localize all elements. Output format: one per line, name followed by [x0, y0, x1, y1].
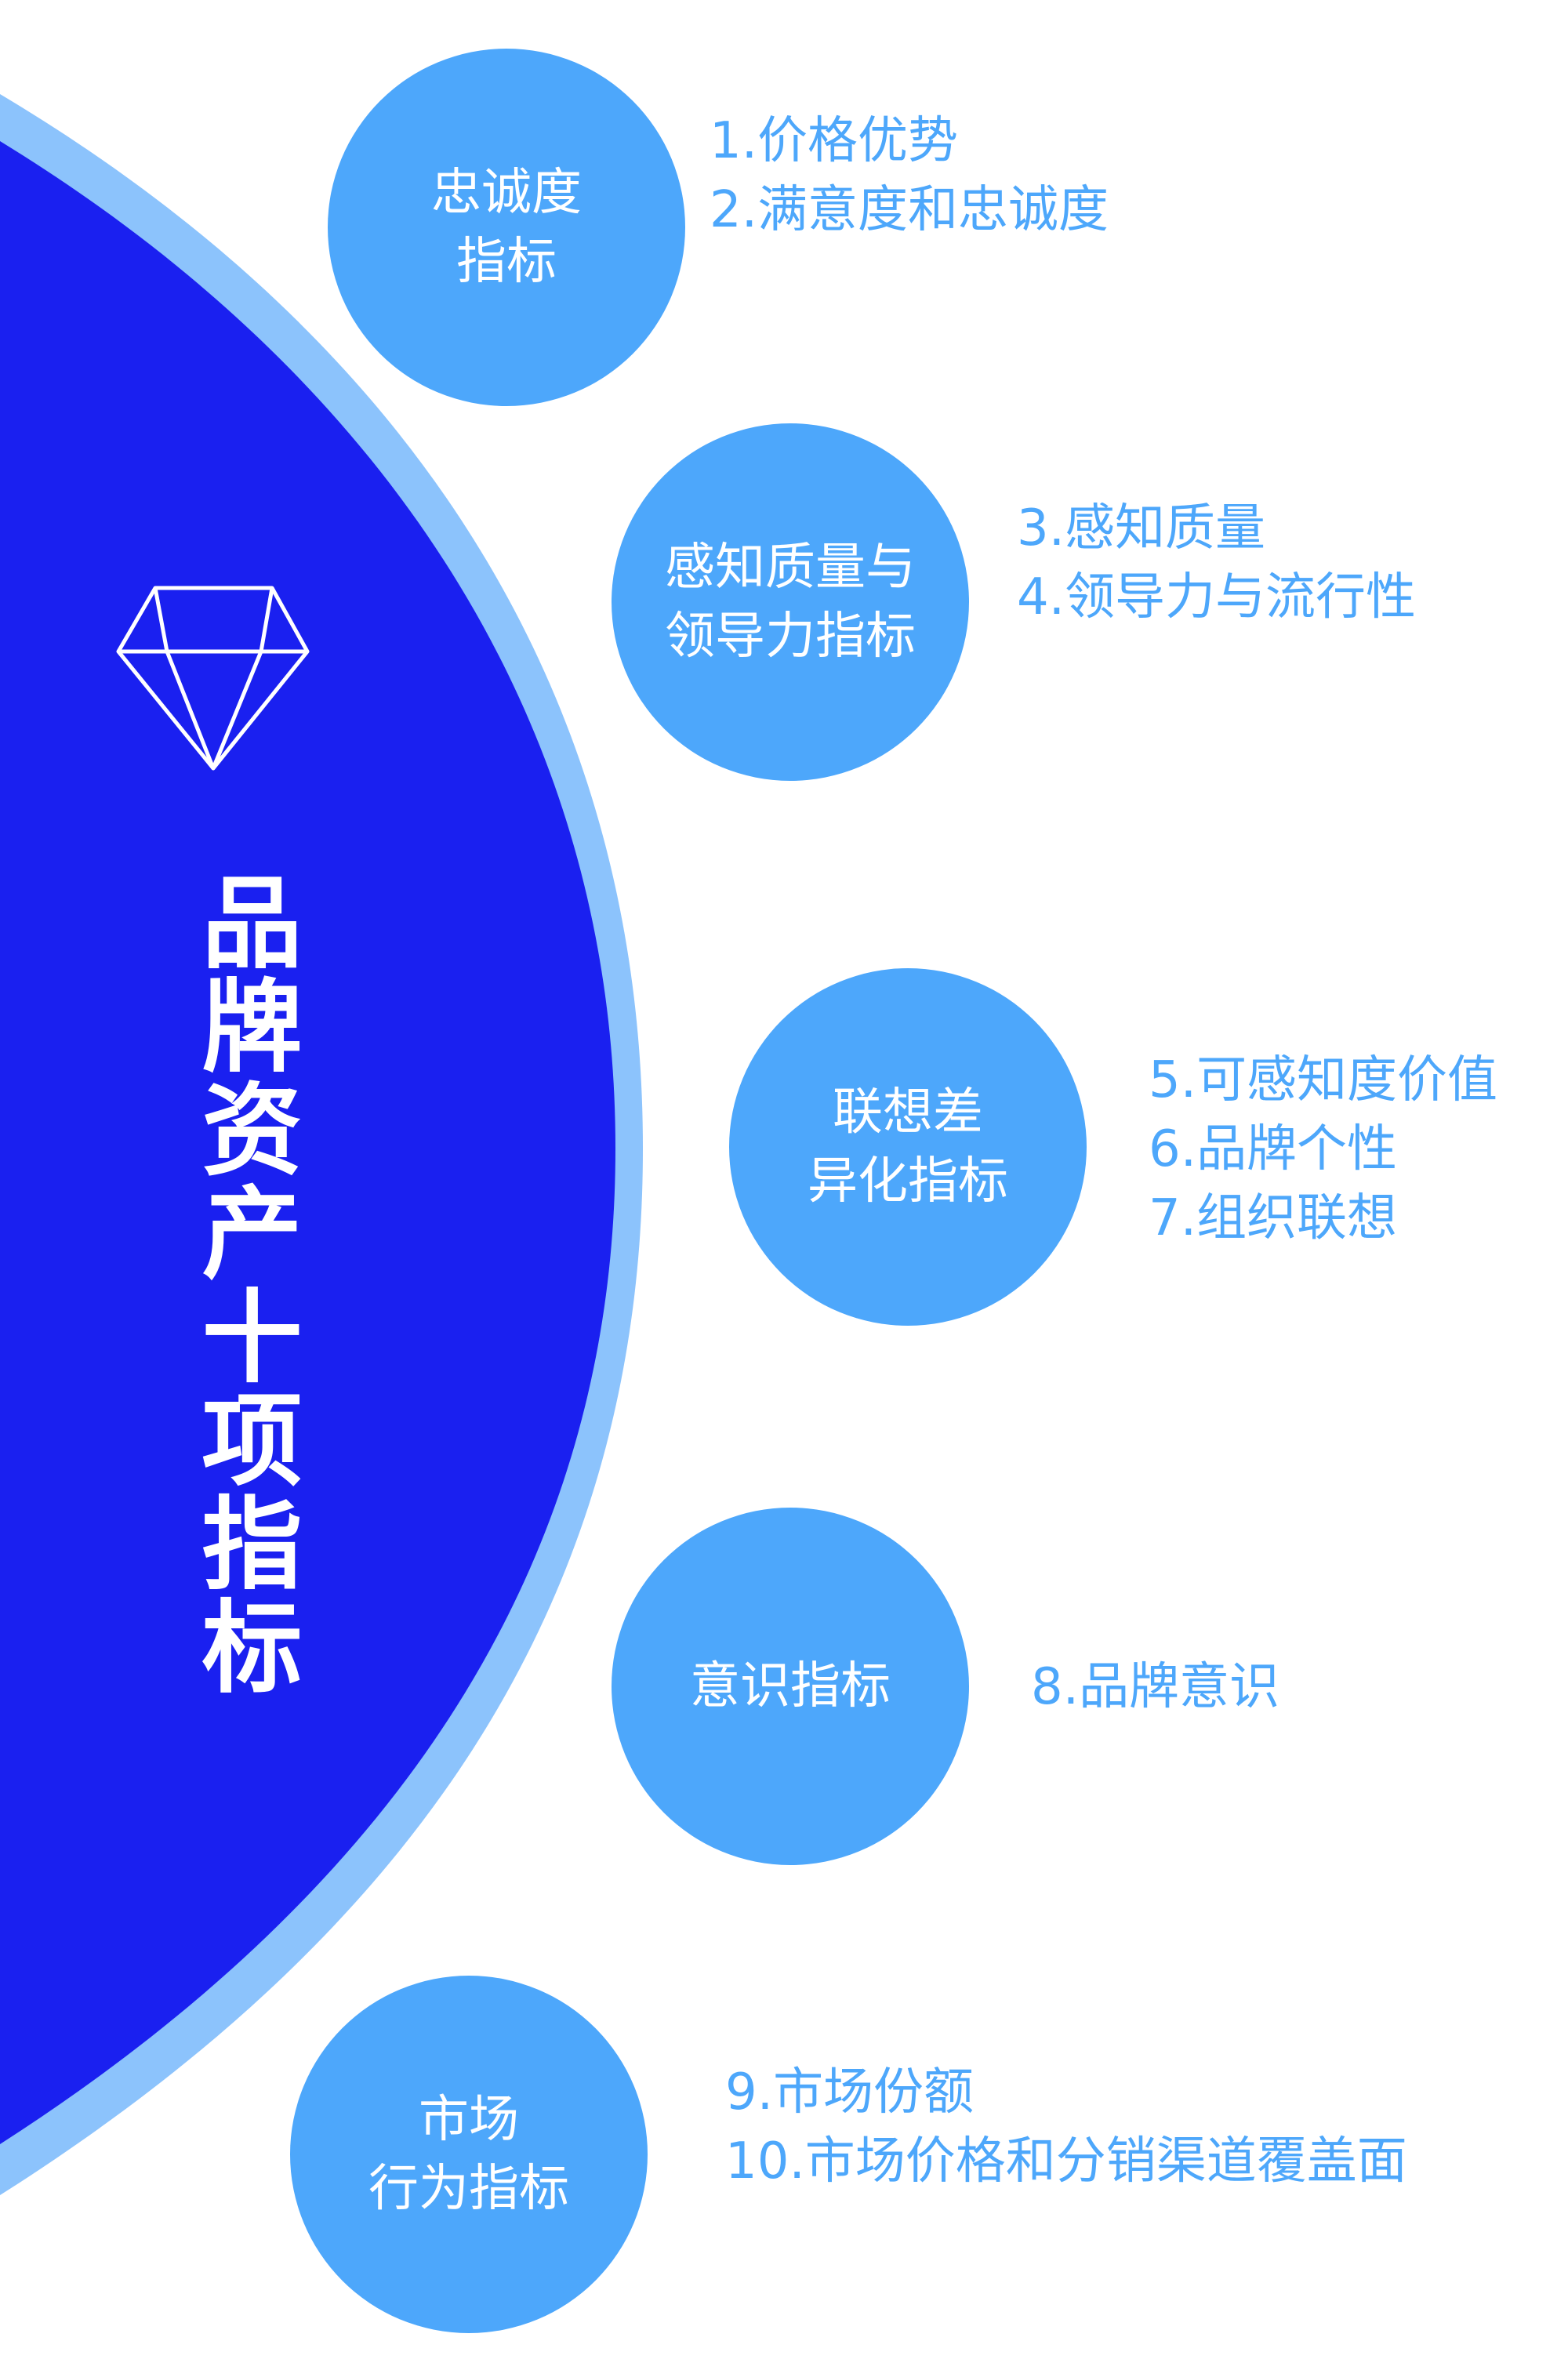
- category-circle-loyalty: 忠诚度 指标: [328, 49, 685, 406]
- indicator-item: 1.价格优势: [710, 112, 959, 170]
- indicator-item: 8.品牌意识: [1031, 1658, 1280, 1716]
- category-circle-awareness: 意识指标: [612, 1508, 969, 1865]
- category-items-association-differentiation: 5.可感知度价值 6.品牌个性 7.组织联想: [1149, 1046, 1497, 1253]
- category-circle-quality-leadership: 感知质量与 领导力指标: [612, 423, 969, 781]
- category-label-line: 联想差: [833, 1083, 983, 1141]
- indicator-item: 2.满意度和忠诚度: [710, 181, 1109, 239]
- indicator-item: 10.市场价格和分销渠道覆盖面: [725, 2132, 1407, 2190]
- indicator-item: 6.品牌个性: [1149, 1120, 1398, 1178]
- indicator-item: 5.可感知度价值: [1149, 1051, 1498, 1109]
- indicator-item: 3.感知质量: [1017, 499, 1266, 557]
- category-items-market-behavior: 9.市场份额 10.市场价格和分销渠道覆盖面: [725, 2058, 1407, 2196]
- category-label-line: 感知质量与: [665, 539, 916, 597]
- category-label-line: 异化指标: [808, 1152, 1008, 1210]
- category-items-awareness: 8.品牌意识: [1031, 1653, 1279, 1722]
- category-circle-association-differentiation: 联想差 异化指标: [729, 968, 1087, 1326]
- category-label-line: 市场: [419, 2091, 519, 2149]
- diamond-icon: [116, 586, 310, 771]
- category-items-loyalty: 1.价格优势 2.满意度和忠诚度: [710, 107, 1109, 245]
- main-semicircle: [0, 141, 615, 2144]
- category-label-line: 指标: [456, 233, 557, 291]
- indicator-item: 4.领导力与流行性: [1017, 568, 1417, 626]
- category-circle-market-behavior: 市场 行为指标: [290, 1976, 648, 2333]
- category-items-quality-leadership: 3.感知质量 4.领导力与流行性: [1017, 494, 1416, 632]
- diagram-title: 品牌资产十项指标: [184, 870, 301, 1698]
- category-label-line: 忠诚度: [431, 164, 582, 222]
- category-label-line: 意识指标: [690, 1657, 891, 1715]
- category-label-line: 行为指标: [368, 2160, 569, 2218]
- indicator-item: 7.组织联想: [1149, 1189, 1398, 1247]
- indicator-item: 9.市场份额: [725, 2063, 975, 2121]
- category-label-line: 领导力指标: [665, 608, 916, 666]
